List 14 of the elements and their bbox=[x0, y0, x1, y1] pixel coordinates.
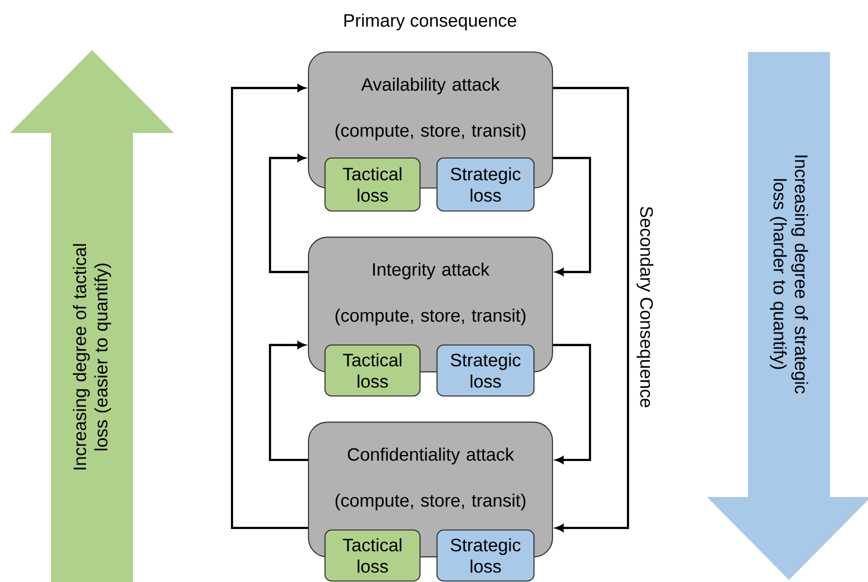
strategic-loss-box: Strategic loss bbox=[436, 529, 535, 582]
arrow bbox=[553, 344, 592, 464]
arrow bbox=[553, 86, 630, 532]
tactical-loss-box: Tactical loss bbox=[324, 157, 421, 212]
arrow bbox=[230, 84, 308, 530]
arrow bbox=[553, 156, 592, 276]
tactical-loss-box: Tactical loss bbox=[324, 529, 421, 582]
strategic-loss-box: Strategic loss bbox=[436, 157, 535, 212]
tactical-loss-box: Tactical loss bbox=[324, 344, 421, 397]
arrow bbox=[268, 341, 308, 462]
arrow bbox=[268, 154, 308, 274]
primary-consequence-label: Primary consequence bbox=[344, 14, 516, 30]
strategic-loss-box: Strategic loss bbox=[436, 344, 535, 397]
secondary-consequence-label: Secondary Consequence bbox=[636, 206, 654, 408]
